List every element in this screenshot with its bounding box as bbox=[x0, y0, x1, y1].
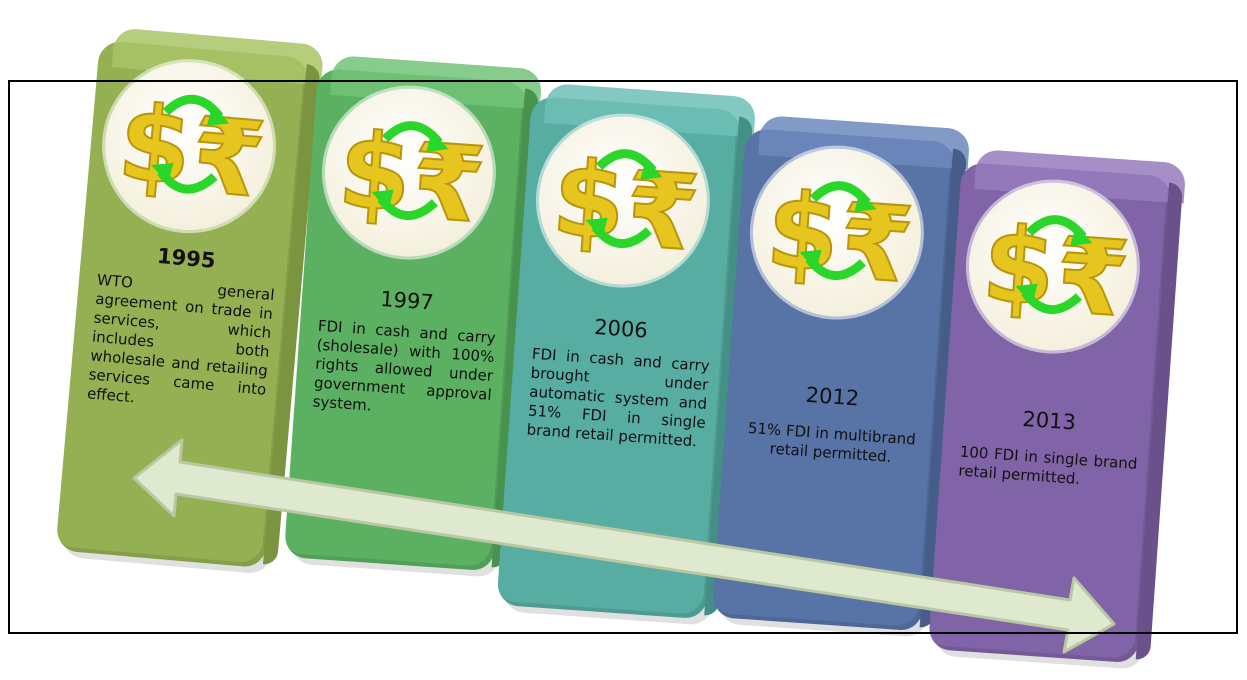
timeline-card-2013: $ ₹ 2013 100 FDI in single brand retail … bbox=[927, 149, 1187, 664]
dollar-rupee-exchange-icon: $ ₹ bbox=[747, 142, 927, 323]
timeline-card-2006: $ ₹ 2006 FDI in cash and carry brought u… bbox=[496, 83, 757, 620]
svg-text:₹: ₹ bbox=[187, 94, 270, 222]
timeline-card-2012: $ ₹ 2012 51% FDI in multibrand retail pe… bbox=[711, 115, 971, 632]
timeline-card-1997: $ ₹ 1997 FDI in cash and carry (sholesal… bbox=[283, 55, 543, 572]
dollar-rupee-exchange-icon: $ ₹ bbox=[319, 82, 499, 263]
dollar-rupee-exchange-icon: $ ₹ bbox=[533, 110, 713, 291]
svg-text:₹: ₹ bbox=[408, 120, 489, 247]
timeline-arrow-shape bbox=[132, 438, 1116, 654]
dollar-rupee-exchange-icon: $ ₹ bbox=[98, 55, 281, 238]
svg-text:₹: ₹ bbox=[1052, 214, 1133, 341]
svg-text:₹: ₹ bbox=[622, 148, 703, 275]
dollar-rupee-exchange-icon: $ ₹ bbox=[963, 176, 1143, 357]
timeline-card-1995: $ ₹ 1995 WTO general agreement on trade … bbox=[55, 27, 325, 569]
svg-text:₹: ₹ bbox=[836, 180, 917, 307]
